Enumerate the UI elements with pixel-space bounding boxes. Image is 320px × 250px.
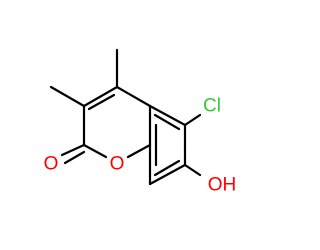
bond-o1-c8a <box>126 143 152 159</box>
molecule-structure: Cl OH O O <box>44 48 237 196</box>
bond-c4-c3-double <box>87 93 116 111</box>
bond-c4-c3 <box>82 85 119 108</box>
carbonyl-oxygen-label: O <box>44 154 59 175</box>
aromatic-bond-inner-1 <box>153 113 181 131</box>
methyl-bond-c3 <box>49 85 86 108</box>
chlorine-label: Cl <box>203 96 221 117</box>
carbonyl-bond-1 <box>60 143 86 157</box>
bond-c4a-c4 <box>115 85 152 108</box>
structure-canvas: Cl OH O O <box>43 48 237 196</box>
chlorine-bond <box>183 113 202 127</box>
carbonyl-bond-2 <box>63 150 86 165</box>
hydroxyl-bond <box>183 163 202 177</box>
bond-c7-c8 <box>148 163 187 186</box>
pyranone-ring <box>82 85 152 159</box>
bond-c4a-c5 <box>148 104 187 127</box>
ring-oxygen-label: O <box>110 154 125 175</box>
substituent-bonds <box>49 48 202 177</box>
hydroxyl-label: OH <box>208 175 237 196</box>
benzene-ring <box>148 104 187 186</box>
bond-c2-o1 <box>82 143 108 159</box>
aromatic-bond-inner-2 <box>153 159 181 177</box>
